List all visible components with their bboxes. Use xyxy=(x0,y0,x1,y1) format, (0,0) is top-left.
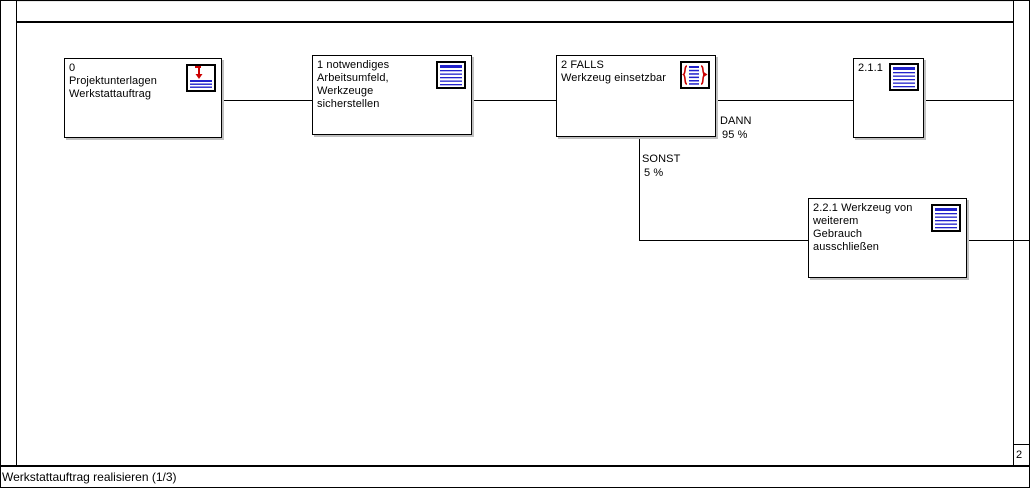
status-bar: Werkstattauftrag realisieren (1/3) xyxy=(0,467,1030,488)
connector-node0-to-node1 xyxy=(222,100,312,101)
diagram-node-211-text: 2.1.1 xyxy=(858,62,883,74)
branch-dann-label: DANN xyxy=(720,115,752,127)
ruler-hairline xyxy=(17,1,1013,2)
branch-dann-probability: 95 % xyxy=(722,129,748,141)
diagram-node-2-text: 2 FALLS Werkzeug einsetzbar xyxy=(561,59,667,84)
diagram-node-1[interactable]: 1 notwendiges Arbeitsumfeld, Werkzeuge s… xyxy=(312,55,472,135)
document-icon xyxy=(436,61,466,89)
document-icon xyxy=(889,63,919,91)
diagram-node-221[interactable]: 2.2.1 Werkzeug von weiterem Gebrauch aus… xyxy=(808,198,967,278)
branch-label-sonst: SONST 5 % xyxy=(642,138,680,194)
page-number-chip: 2 xyxy=(1013,444,1030,465)
branch-label-dann: DANN 95 % xyxy=(720,100,752,156)
connector-sonst-to-node221 xyxy=(639,240,809,241)
diagram-node-0-text: 0 Projektunterlagen Werkstattauftrag xyxy=(69,62,157,100)
diagram-node-1-text: 1 notwendiges Arbeitsumfeld, Werkzeuge s… xyxy=(317,59,390,110)
status-bar-text: Werkstattauftrag realisieren (1/3) xyxy=(2,470,177,484)
diagram-node-0[interactable]: 0 Projektunterlagen Werkstattauftrag xyxy=(64,58,222,138)
ruler-separator xyxy=(17,21,1013,23)
diagram-node-221-text: 2.2.1 Werkzeug von weiterem Gebrauch aus… xyxy=(813,202,913,253)
connector-node1-to-node2 xyxy=(472,100,556,101)
diagram-node-211[interactable]: 2.1.1 xyxy=(853,58,924,138)
diagram-node-2-decision[interactable]: 2 FALLS Werkzeug einsetzbar xyxy=(556,55,716,137)
connector-sonst-vertical xyxy=(639,137,640,241)
branch-sonst-probability: 5 % xyxy=(644,167,664,179)
right-gutter-rule xyxy=(1013,1,1014,465)
decision-branch-icon xyxy=(680,61,710,89)
branch-sonst-label: SONST xyxy=(642,153,681,165)
document-icon xyxy=(931,204,961,232)
status-separator xyxy=(0,465,1030,467)
connector-node211-to-right-edge xyxy=(924,100,1013,101)
connector-node221-to-right-edge xyxy=(967,240,1030,241)
left-gutter-rule xyxy=(16,1,17,465)
document-import-icon xyxy=(186,64,216,92)
connector-dann-to-node211 xyxy=(716,100,853,101)
